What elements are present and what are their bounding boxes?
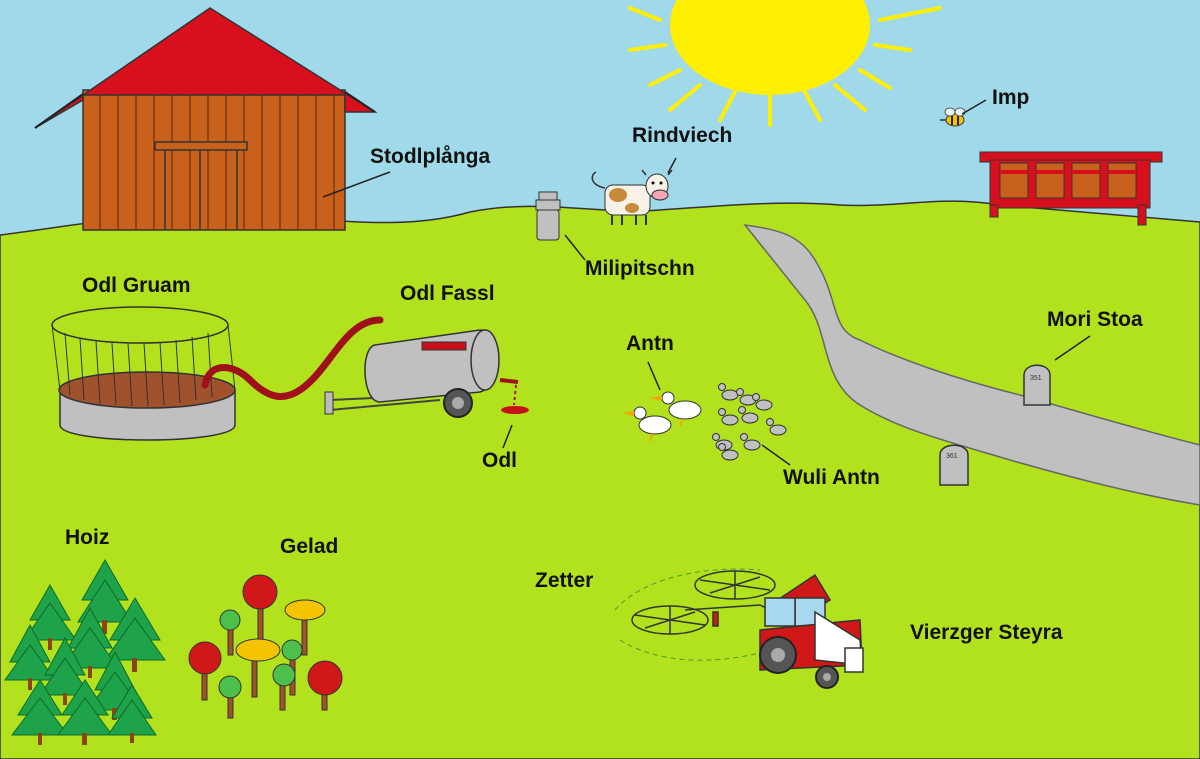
- leader-imp: [961, 99, 987, 115]
- cow: [591, 169, 673, 225]
- slurry-tanker: [324, 329, 529, 418]
- road: [743, 223, 1200, 506]
- leader-mori-stoa: [1054, 335, 1091, 361]
- leader-antn: [647, 361, 661, 391]
- deciduous-trees: [188, 574, 343, 719]
- label-mori-stoa: Mori Stoa: [1047, 308, 1143, 331]
- ducklings: [712, 383, 787, 461]
- sun: [628, 0, 942, 127]
- beehive-house: [979, 151, 1163, 226]
- milk-can: [535, 191, 561, 241]
- tractor: [759, 573, 864, 689]
- label-odl: Odl: [482, 449, 517, 472]
- label-imp: Imp: [992, 86, 1030, 109]
- slurry-hose: [201, 316, 384, 401]
- leader-milipitschn: [564, 234, 586, 261]
- label-odl-fassl: Odl Fassl: [400, 282, 495, 305]
- leader-wuli-antn: [761, 444, 791, 466]
- svg-text:361: 361: [946, 453, 958, 460]
- barn: [34, 7, 378, 231]
- leader-stodlplanga: [322, 171, 391, 198]
- label-odl-gruam: Odl Gruam: [82, 274, 191, 297]
- bee: [940, 107, 966, 127]
- gravestones: 351 361: [939, 364, 1051, 486]
- forest: [4, 558, 166, 745]
- slurry-pit: [51, 306, 236, 441]
- ducks: [622, 391, 702, 442]
- svg-text:351: 351: [1030, 375, 1042, 382]
- label-gelad: Gelad: [280, 535, 339, 558]
- leader-rindviech: [667, 157, 677, 174]
- label-antn: Antn: [626, 332, 674, 355]
- label-stodlplanga: Stodlplånga: [370, 145, 491, 168]
- label-wuli-antn: Wuli Antn: [783, 466, 880, 489]
- label-rindviech: Rindviech: [632, 124, 733, 147]
- label-hoiz: Hoiz: [65, 526, 110, 549]
- leader-odl: [502, 424, 513, 449]
- label-zetter: Zetter: [535, 569, 594, 592]
- label-milipitschn: Milipitschn: [585, 257, 695, 280]
- label-vierzger-steyra: Vierzger Steyra: [910, 621, 1063, 644]
